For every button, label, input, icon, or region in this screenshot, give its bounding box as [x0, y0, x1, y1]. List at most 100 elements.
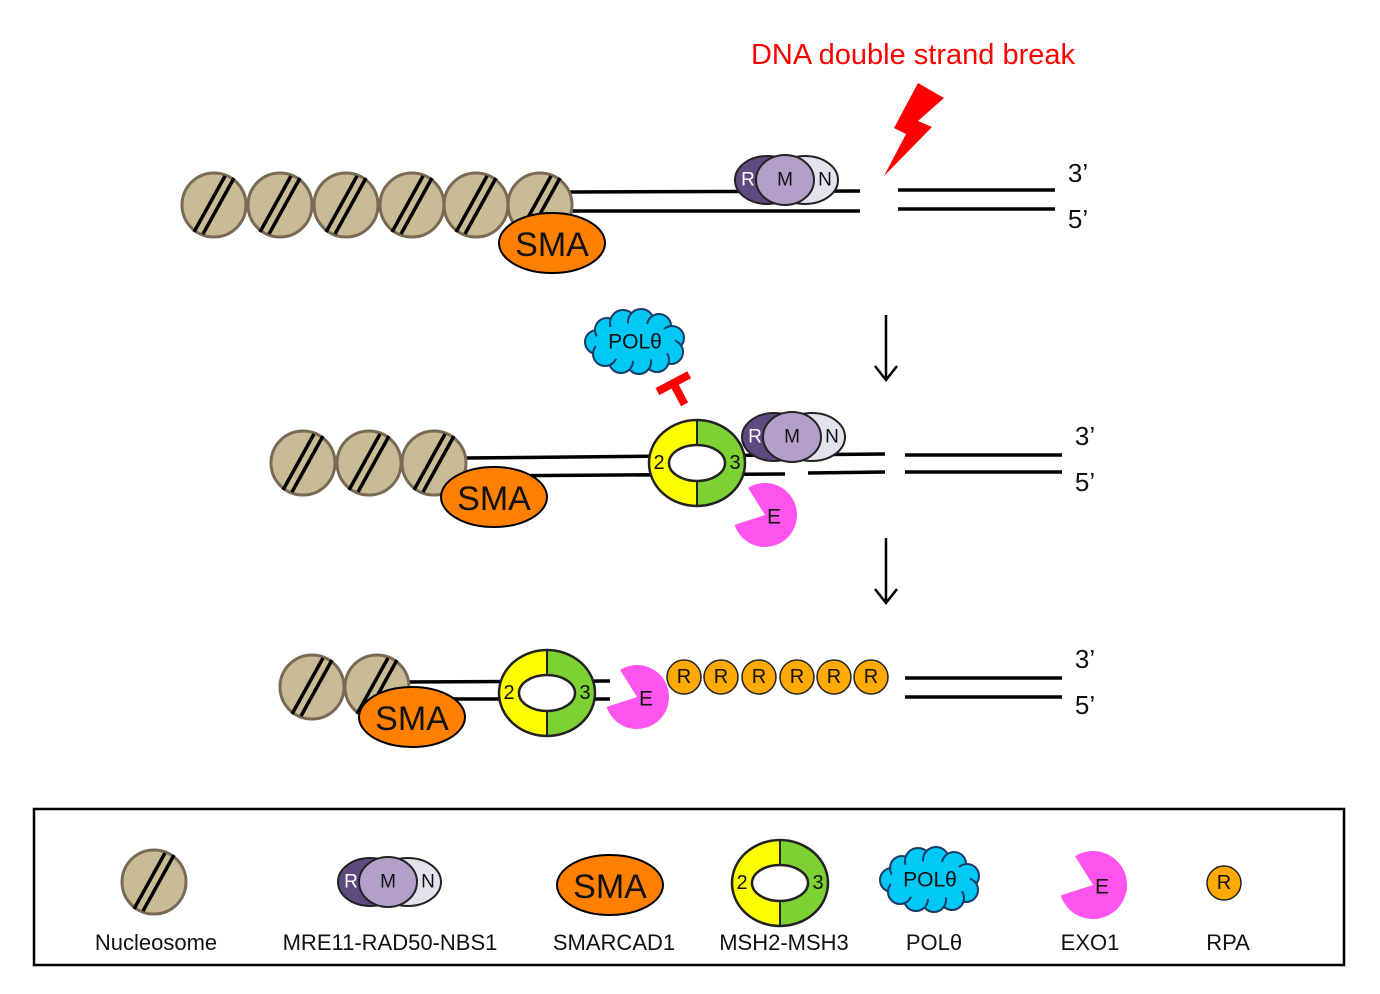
rpa: R	[741, 659, 777, 695]
rpa-body	[666, 659, 702, 695]
smarcad1: SMA	[556, 854, 664, 916]
three-prime-label: 3’	[1075, 421, 1095, 451]
rpa-label: R	[827, 666, 841, 688]
legend-label: MRE11-RAD50-NBS1	[283, 930, 498, 955]
nucleosome	[246, 171, 314, 239]
three-prime-label: 3’	[1075, 644, 1095, 674]
dna-wrap-line	[347, 433, 382, 491]
dna-wrap-line	[333, 177, 368, 235]
polq: POLθ	[879, 846, 980, 913]
dna-wrap-line	[141, 854, 176, 912]
nucleosome	[378, 171, 446, 239]
exo1-label: E	[1095, 876, 1109, 899]
dna-wrap-line	[324, 175, 359, 233]
nucleosome-body	[335, 429, 403, 497]
rpa: R	[1206, 865, 1242, 901]
smarcad1-body	[440, 466, 548, 528]
rad50-label: R	[748, 427, 762, 448]
nucleosome	[442, 171, 510, 239]
nucleosome-body	[378, 171, 446, 239]
msh3-label: 3	[812, 872, 823, 894]
five-prime-label: 5’	[1068, 204, 1088, 234]
rpa: R	[666, 659, 702, 695]
dna-wrap-line	[399, 177, 434, 235]
inhibition-cap	[655, 371, 692, 396]
dna-wrap-line	[390, 175, 425, 233]
step-arrow	[874, 538, 898, 606]
inhibition-stem	[670, 383, 689, 407]
polq: POLθ	[584, 308, 685, 375]
rpa: R	[779, 659, 815, 695]
exo1-body	[734, 483, 797, 548]
dna-wrap-line	[463, 177, 498, 235]
dna-wrap-line	[412, 433, 447, 491]
legend-label: SMARCAD1	[553, 930, 675, 955]
smarcad1-label: SMA	[515, 226, 589, 264]
diagram-title: DNA double strand break	[751, 39, 1076, 71]
inhibition-bar-icon	[655, 371, 692, 407]
nucleosome	[312, 171, 380, 239]
dna-wrap-line	[258, 175, 293, 233]
mre11-label: M	[784, 427, 800, 448]
nbs1-label: N	[421, 872, 435, 893]
nucleosome	[180, 171, 248, 239]
smarcad1-body	[358, 686, 466, 748]
dna-wrap-line	[267, 177, 302, 235]
dna-wrap-line	[421, 435, 456, 493]
mre11-label: M	[777, 170, 793, 191]
dna-wrap-line	[454, 175, 489, 233]
step-arrow	[874, 315, 898, 383]
smarcad1-body	[556, 854, 664, 916]
nucleosome	[120, 848, 188, 916]
rpa-label: R	[714, 666, 728, 688]
exo1-body	[606, 665, 669, 729]
arrow-head	[874, 588, 898, 606]
rpa-label: R	[752, 666, 766, 688]
dna-wrap-line	[281, 433, 316, 491]
dna-wrap-line	[201, 177, 236, 235]
exo1: E	[606, 665, 669, 729]
smarcad1: SMA	[440, 466, 548, 528]
rpa-body	[816, 659, 852, 695]
mre11	[358, 856, 418, 908]
nucleosome-body	[278, 653, 346, 721]
mre11	[762, 411, 822, 463]
msh-hole	[667, 443, 727, 483]
rpa: R	[703, 659, 739, 695]
exo1-label: E	[639, 688, 653, 711]
polq-body	[890, 861, 970, 899]
smarcad1: SMA	[358, 686, 466, 748]
rpa-body	[703, 659, 739, 695]
nbs1-label: N	[818, 170, 832, 191]
smarcad1-label: SMA	[375, 700, 449, 738]
dna-wrap-line	[290, 657, 325, 715]
mre11-label: M	[380, 872, 396, 893]
nbs1-label: N	[825, 427, 839, 448]
dna-strand	[807, 470, 886, 475]
msh-hole	[517, 673, 577, 713]
rpa-label: R	[677, 666, 691, 688]
dna-wrap-line	[132, 852, 167, 910]
smarcad1-label: SMA	[573, 868, 647, 906]
rad50-label: R	[741, 170, 755, 191]
legend-label: RPA	[1206, 930, 1250, 955]
exo1: E	[734, 483, 797, 548]
msh3-label: 3	[729, 452, 740, 474]
polq-body	[595, 323, 675, 361]
legend-label: MSH2-MSH3	[719, 930, 849, 955]
exo1-body	[1060, 851, 1127, 919]
msh-hole	[750, 863, 810, 903]
lightning-bolt-icon	[884, 83, 944, 176]
exo1-label: E	[767, 506, 781, 529]
dna-wrap-line	[356, 435, 391, 493]
legend-label: EXO1	[1061, 930, 1120, 955]
rpa-label: R	[864, 666, 878, 688]
rpa-label: R	[790, 666, 804, 688]
dna-wrap-line	[355, 657, 390, 715]
rpa-body	[741, 659, 777, 695]
